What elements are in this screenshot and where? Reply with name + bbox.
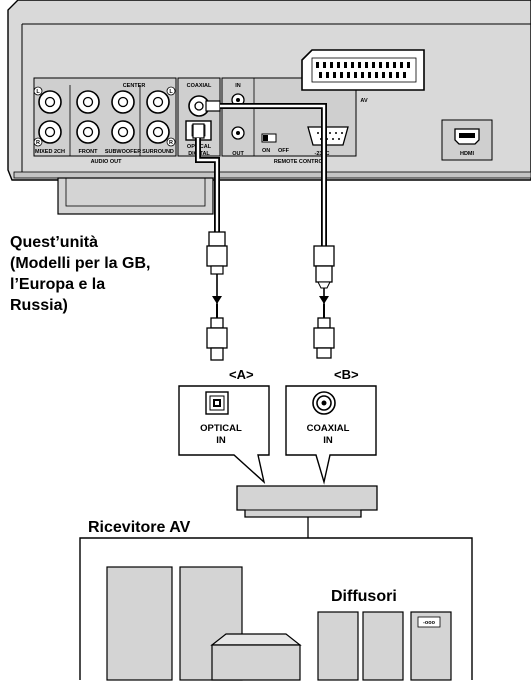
label-audio-out: AUDIO OUT	[91, 159, 123, 165]
callout-a-line-1: OPTICAL	[200, 423, 242, 434]
rca-jack-row-top	[38, 90, 170, 114]
receiver-label: Ricevitore AV	[88, 519, 191, 536]
unit-caption-line-3: l’Europa e la	[10, 276, 105, 293]
unit-caption-line-1: Quest’unità	[10, 234, 98, 251]
label-subwoofer: SUBWOOFER	[105, 149, 141, 155]
unit-caption-line-4: Russia)	[10, 297, 68, 314]
label-front: FRONT	[79, 149, 99, 155]
arrow-down-coaxial	[319, 296, 329, 304]
marker-r-right: R	[169, 140, 173, 146]
speaker-area: -ooo	[79, 537, 473, 681]
optical-cable	[192, 123, 228, 361]
av-receiver	[236, 485, 378, 538]
callout-optical-in: <A> OPTICAL IN	[178, 367, 270, 484]
marker-l-right: L	[169, 89, 173, 95]
label-coaxial-out: COAXIAL	[187, 83, 212, 89]
front-left-speaker	[106, 566, 173, 681]
remote-control-panel	[221, 77, 357, 157]
player-foot	[57, 177, 214, 215]
subwoofer	[210, 633, 302, 681]
unit-caption-line-2: (Modelli per la GB,	[10, 255, 150, 272]
label-av: AV	[360, 98, 368, 104]
rca-jack-row-bottom	[38, 120, 170, 144]
speakers-label: Diffusori	[331, 588, 397, 605]
marker-l-left: L	[36, 89, 40, 95]
label-off: OFF	[278, 148, 290, 154]
coaxial-cable	[205, 100, 335, 359]
label-remote-in: IN	[235, 83, 241, 89]
surround-left-speaker	[362, 611, 404, 681]
label-remote-control: REMOTE CONTROL	[274, 159, 327, 165]
center-speaker	[317, 611, 359, 681]
arrow-down-optical	[212, 296, 222, 304]
speaker-terminal	[417, 616, 441, 628]
on-off-switch	[261, 133, 277, 143]
rs232c-port	[307, 126, 349, 146]
speaker-terminal-label: -ooo	[423, 620, 436, 626]
label-center: CENTER	[123, 83, 146, 89]
callout-b-line-2: IN	[323, 435, 333, 446]
player-rear-panel: CENTER L L R R MIXED 2CH FRONT SUBWOOFER…	[7, 0, 531, 215]
label-remote-out: OUT	[232, 151, 244, 157]
label-on: ON	[262, 148, 270, 154]
callout-a-line-2: IN	[216, 435, 226, 446]
label-hdmi: HDMI	[460, 151, 475, 157]
callout-a-tag: <A>	[229, 367, 254, 382]
callout-b-tag: <B>	[334, 367, 359, 382]
label-surround: SURROUND	[142, 149, 174, 155]
audio-out-panel	[33, 77, 177, 157]
callout-b-line-1: COAXIAL	[307, 423, 350, 434]
label-mixed-2ch: MIXED 2CH	[35, 149, 65, 155]
marker-r-left: R	[36, 140, 40, 146]
callout-coaxial-in: <B> COAXIAL IN	[285, 367, 377, 485]
